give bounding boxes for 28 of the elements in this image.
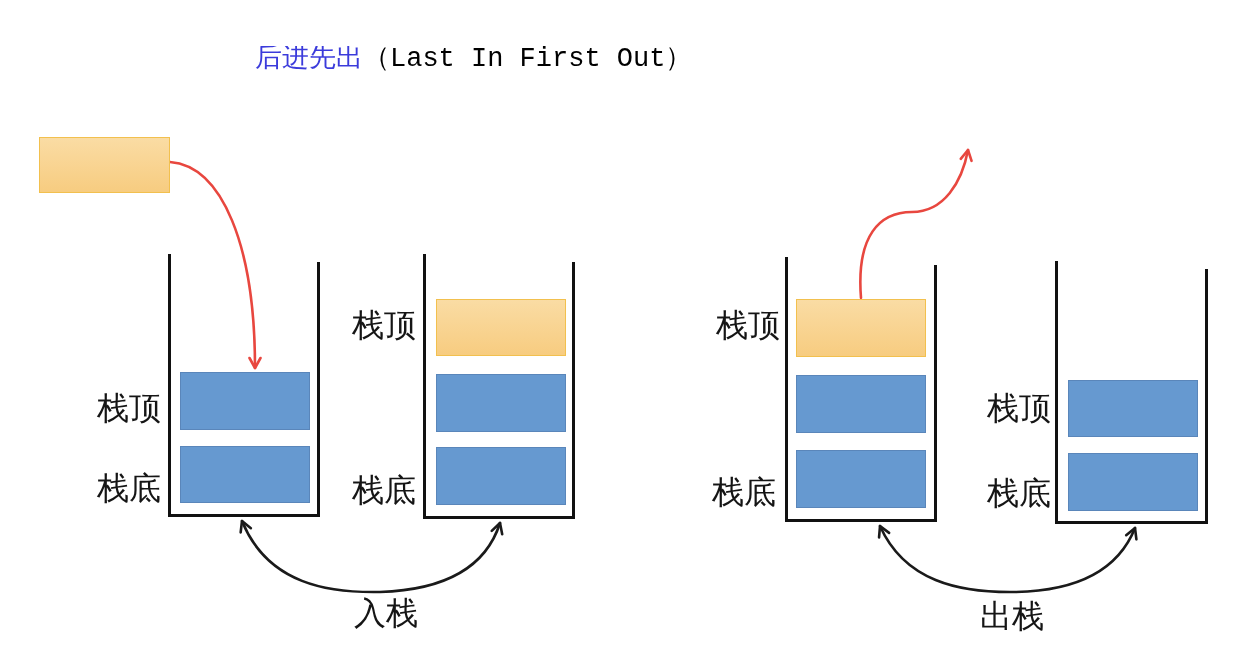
data-block (796, 450, 926, 508)
curved-arrow (878, 524, 1137, 594)
position-label: 栈顶 (352, 309, 416, 341)
curved-arrow (168, 160, 262, 370)
stack-container (423, 254, 575, 519)
data-block (796, 375, 926, 433)
position-label: 栈顶 (97, 392, 161, 424)
data-block (180, 446, 310, 503)
data-block (436, 299, 566, 356)
data-block (1068, 380, 1198, 437)
position-label: 栈顶 (987, 392, 1051, 424)
data-block (796, 299, 926, 357)
curved-arrow (859, 148, 973, 300)
data-block (436, 374, 566, 432)
stack-container (168, 254, 320, 517)
stack-container (1055, 261, 1208, 524)
position-label: 栈底 (987, 477, 1051, 509)
data-block (180, 372, 310, 430)
edge-label: 入栈 (352, 597, 420, 629)
position-label: 栈底 (97, 472, 161, 504)
stack-container (785, 257, 937, 522)
data-block (1068, 453, 1198, 511)
data-block (39, 137, 170, 193)
position-label: 栈底 (352, 474, 416, 506)
data-block (436, 447, 566, 505)
position-label: 栈顶 (716, 309, 780, 341)
curved-arrow (240, 519, 503, 594)
position-label: 栈底 (712, 476, 776, 508)
